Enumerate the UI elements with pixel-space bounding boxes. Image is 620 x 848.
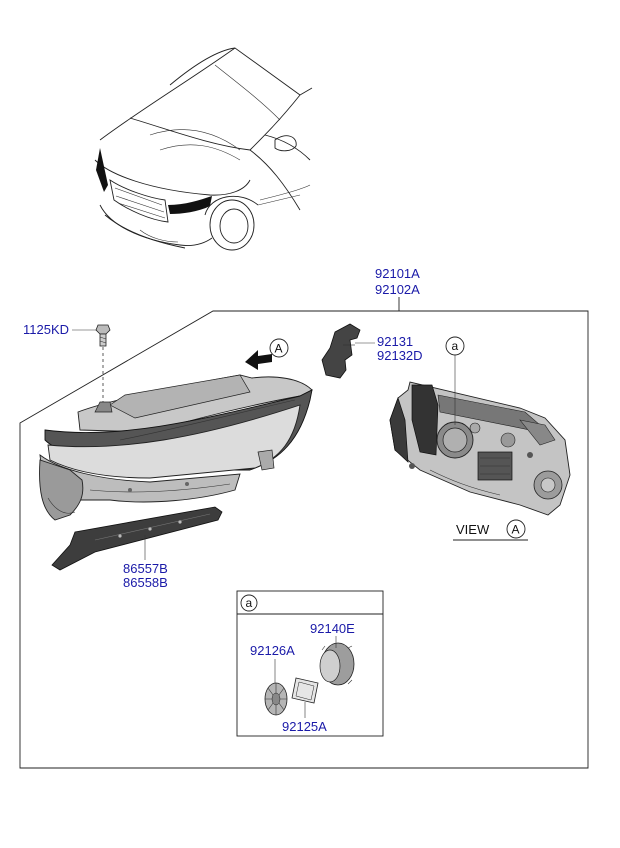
- bulb-cap-part: [319, 642, 355, 686]
- bracket-part: [321, 323, 361, 379]
- part-label-92140e[interactable]: 92140E: [310, 621, 355, 636]
- headlamp-assembly: [39, 374, 313, 521]
- part-label-92125a[interactable]: 92125A: [282, 719, 327, 734]
- view-arrow: [245, 338, 289, 370]
- part-label-92126a[interactable]: 92126A: [250, 643, 295, 658]
- socket-cover-part: [264, 682, 288, 716]
- trim-strip-part: [51, 506, 223, 571]
- part-label-92101a[interactable]: 92101A: [375, 266, 420, 281]
- view-label-letter: A: [512, 523, 520, 537]
- part-label-92131[interactable]: 92131: [377, 334, 413, 349]
- assembly-frame: [19, 297, 589, 769]
- detail-callout-letter: a: [452, 339, 459, 353]
- screw-part: [95, 324, 111, 347]
- part-label-1125kd[interactable]: 1125KD: [23, 322, 69, 337]
- part-label-92102a[interactable]: 92102A: [375, 282, 420, 297]
- view-label: VIEW: [456, 522, 490, 537]
- car-illustration: [94, 47, 313, 251]
- gasket-part: [291, 677, 319, 704]
- inset-letter: a: [246, 596, 253, 610]
- detail-inset: [236, 590, 384, 737]
- view-arrow-letter: A: [275, 342, 283, 356]
- rear-view-headlamp: [389, 381, 571, 516]
- part-label-86557b[interactable]: 86557B: [123, 561, 168, 576]
- part-label-86558b[interactable]: 86558B: [123, 575, 168, 590]
- part-label-92132d[interactable]: 92132D: [377, 348, 423, 363]
